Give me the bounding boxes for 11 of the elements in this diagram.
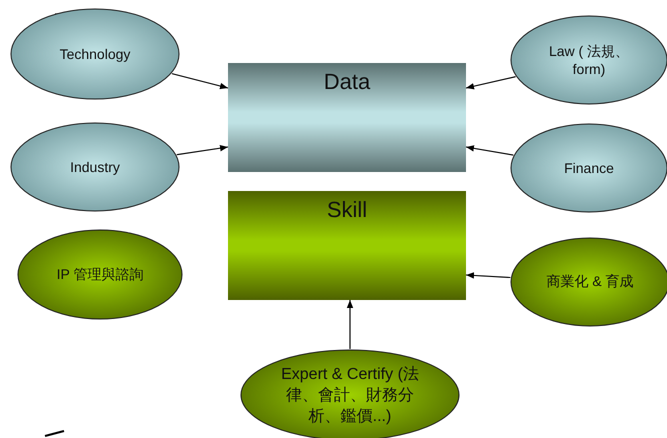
arrow xyxy=(466,145,514,156)
gradient-box: Data xyxy=(228,63,466,172)
arrow xyxy=(346,300,354,349)
gradient-box: Skill xyxy=(228,191,466,300)
arrow xyxy=(172,73,228,90)
arrow xyxy=(466,76,516,90)
arrow xyxy=(466,272,510,279)
ellipse: Industry xyxy=(10,122,180,212)
ellipse: Technology xyxy=(10,8,180,100)
arrow xyxy=(176,145,228,156)
ellipse: IP 管理與諮詢 xyxy=(17,229,183,320)
